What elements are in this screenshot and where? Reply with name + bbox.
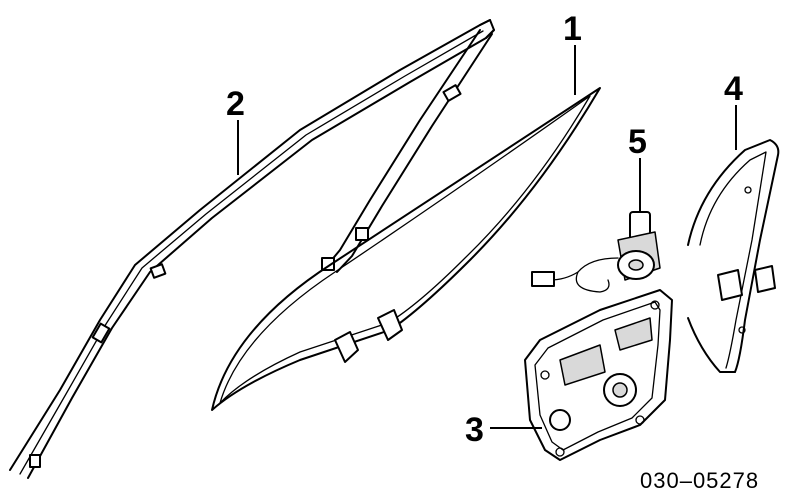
callout-2: 2: [226, 85, 245, 123]
window-regulator-plate-part-3: [524, 289, 673, 461]
rear-guide-rail-part-4: [687, 139, 780, 373]
callout-4: 4: [724, 70, 743, 108]
diagram-reference-code: 030–05278: [640, 468, 759, 493]
window-motor-part-5: [531, 211, 661, 293]
glass-run-channel-part-2: [9, 19, 495, 479]
callout-3: 3: [465, 411, 484, 449]
callout-5: 5: [628, 123, 647, 161]
door-glass-part-1: [211, 87, 601, 411]
callout-1: 1: [563, 10, 582, 48]
